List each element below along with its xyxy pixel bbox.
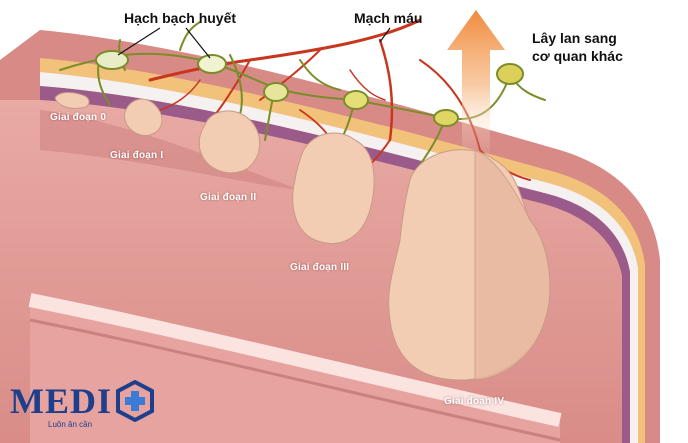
stage-label-3: Giai đoạn III bbox=[290, 262, 350, 273]
lymph-node bbox=[263, 82, 289, 102]
lower-fold-line-2 bbox=[29, 318, 561, 442]
label-lymph-nodes: Hạch bạch huyết bbox=[124, 10, 237, 26]
tumor-stage-4-inner bbox=[474, 149, 551, 381]
label-spread-line2: cơ quan khác bbox=[532, 48, 623, 64]
stage-label-2: Giai đoạn II bbox=[200, 192, 257, 203]
lymph-node bbox=[496, 63, 524, 85]
spread-arrow bbox=[447, 10, 505, 160]
stage-label-4: Giai đoạn IV bbox=[444, 396, 505, 407]
stage-label-1: Giai đoạn I bbox=[110, 150, 164, 161]
label-spread-line1: Lây lan sang bbox=[532, 30, 617, 46]
cross-hexagon-icon bbox=[116, 380, 154, 422]
lymph-node bbox=[433, 109, 459, 127]
label-blood-vessel: Mạch máu bbox=[354, 10, 423, 26]
lymph-node bbox=[95, 50, 129, 70]
logo-word: MEDI bbox=[10, 381, 112, 421]
medi-logo: MEDI Luôn ân cần bbox=[10, 380, 154, 429]
lower-fold-line bbox=[28, 293, 562, 427]
lymph-node bbox=[197, 54, 227, 74]
logo-tagline: Luôn ân cần bbox=[48, 420, 93, 429]
tumor-stage-1 bbox=[124, 98, 163, 136]
tumor-stage-3 bbox=[292, 132, 375, 244]
tumor-stage-2 bbox=[198, 110, 261, 174]
tumor-stage-0 bbox=[54, 92, 90, 109]
lymph-node bbox=[343, 90, 369, 110]
tumors bbox=[54, 92, 551, 381]
stage-label-0: Giai đoạn 0 bbox=[50, 112, 107, 123]
